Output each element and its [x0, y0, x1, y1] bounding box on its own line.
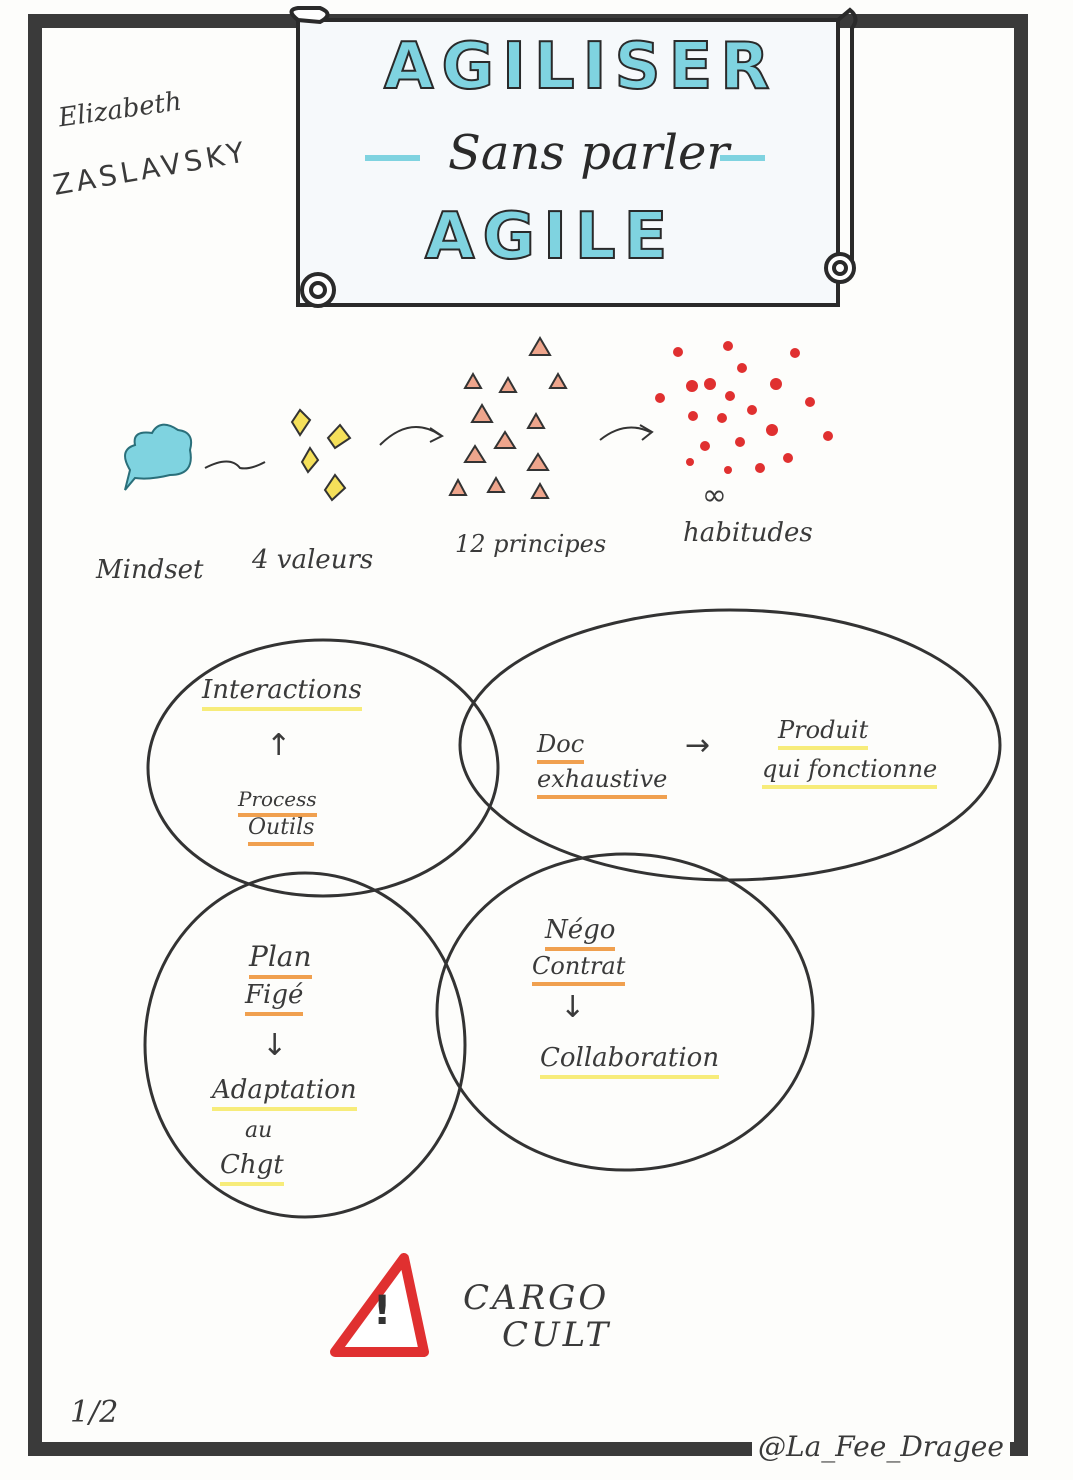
values-diamonds — [290, 408, 352, 502]
arrow-up-icon: ↑ — [266, 728, 292, 763]
cargo-label: CARGO — [463, 1278, 610, 1318]
infinity-icon: ∞ — [702, 478, 727, 513]
bubbles — [143, 608, 1002, 1219]
values-label: 4 valeurs — [252, 545, 374, 575]
adaptation-label: Adaptation — [212, 1075, 357, 1111]
produit-label: Produit — [778, 716, 869, 750]
scroll-banner — [289, 6, 858, 308]
title-line1: AGILISER — [383, 29, 778, 105]
exhaustive-label: exhaustive — [537, 765, 668, 799]
cult-label: CULT — [502, 1315, 612, 1355]
nego-label: Négo — [545, 915, 616, 951]
arrow-down-icon-2: ↓ — [560, 990, 586, 1025]
fige-label: Figé — [245, 980, 304, 1016]
cloud-icon — [124, 423, 193, 491]
page-number: 1/2 — [70, 1395, 119, 1430]
doc-label: Doc — [537, 730, 585, 764]
principles-label: 12 principes — [455, 530, 607, 558]
warning-triangle-icon — [330, 1253, 429, 1357]
warning-exclamation: ! — [373, 1288, 392, 1334]
collaboration-label: Collaboration — [540, 1043, 720, 1079]
page-border — [28, 14, 1028, 1456]
plan-label: Plan — [249, 940, 312, 979]
habits-dots — [655, 341, 833, 474]
principles-triangles — [448, 336, 568, 499]
title-line3: AGILE — [424, 199, 676, 275]
chgt-label: Chgt — [220, 1150, 284, 1186]
fonctionne-label: qui fonctionne — [762, 755, 938, 789]
mindset-label: Mindset — [96, 555, 204, 585]
au-label: au — [245, 1118, 273, 1143]
habits-label: habitudes — [683, 518, 813, 548]
title-line2: Sans parler — [448, 125, 730, 181]
interactions-label: Interactions — [202, 675, 362, 711]
process-label: Process — [238, 787, 317, 817]
signature: @La_Fee_Dragee — [752, 1430, 1010, 1463]
outils-label: Outils — [248, 815, 315, 846]
arrow-right-icon: → — [685, 728, 711, 763]
contrat-label: Contrat — [532, 952, 626, 986]
arrow-down-icon: ↓ — [262, 1028, 288, 1063]
